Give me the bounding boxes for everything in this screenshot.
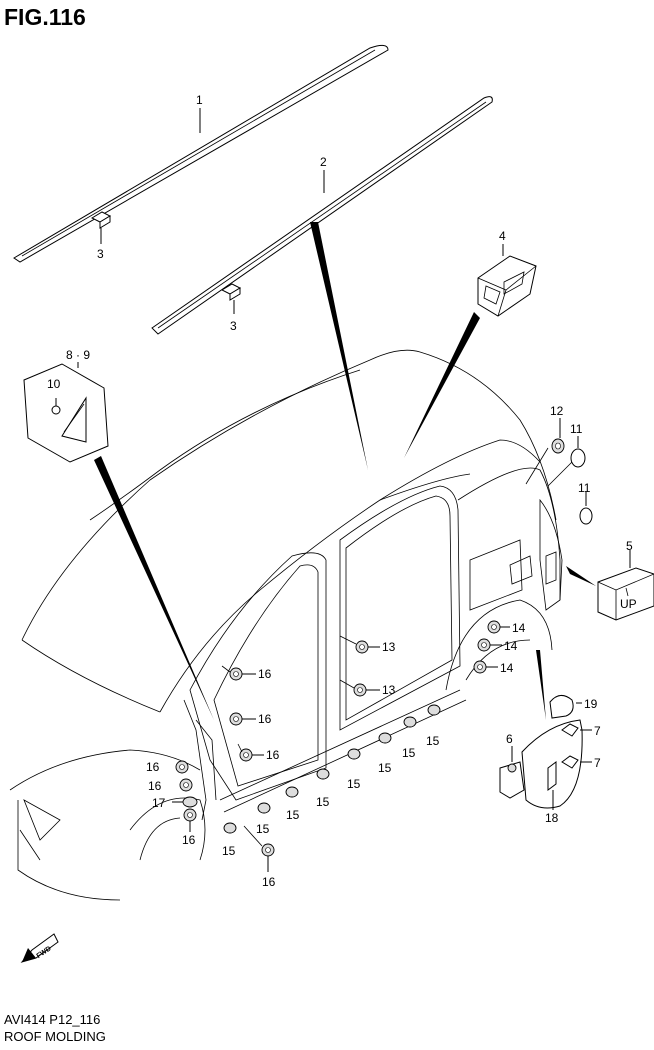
callout-13-upper: 13	[382, 640, 396, 654]
callout-3-upper: 3	[97, 247, 104, 261]
diagram-code: AVI414 P12_116	[4, 1012, 101, 1027]
callout-16-c: 16	[266, 748, 280, 762]
grommet-16-b	[229, 712, 243, 726]
callout-3-lower: 3	[230, 319, 237, 333]
callout-15-h: 15	[426, 734, 440, 748]
callout-16-e: 16	[148, 779, 162, 793]
grommet-15-f	[378, 732, 392, 744]
plug-11-lower	[579, 507, 593, 525]
clip-part-3-upper	[90, 211, 112, 229]
callout-15-b: 15	[256, 822, 270, 836]
fwd-arrow-icon: FWD	[20, 933, 59, 963]
grommet-15-a	[223, 822, 237, 834]
callout-15-d: 15	[316, 795, 330, 809]
callout-15-f: 15	[378, 761, 392, 775]
callout-15-a: 15	[222, 844, 236, 858]
fuel-lid-part-18	[521, 719, 583, 809]
part-6	[499, 761, 525, 799]
grommet-16-c	[239, 748, 253, 762]
part-4-block	[477, 255, 537, 317]
grommet-17	[182, 796, 198, 808]
grommet-15-g	[403, 716, 417, 728]
callout-7-lower: 7	[594, 756, 601, 770]
callout-5: 5	[626, 539, 633, 553]
grommet-16-e	[179, 778, 193, 792]
callout-14-b: 14	[504, 639, 518, 653]
leader-wedge-2	[310, 222, 368, 470]
callout-17: 17	[152, 796, 166, 810]
leader-wedge-18	[536, 650, 546, 720]
grommet-15-b	[257, 802, 271, 814]
callout-6: 6	[506, 732, 513, 746]
grommet-16-a	[229, 667, 243, 681]
grommet-15-h	[427, 704, 441, 716]
callout-7-upper: 7	[594, 724, 601, 738]
callout-1: 1	[196, 93, 203, 107]
callout-14-c: 14	[500, 661, 514, 675]
callout-14-a: 14	[512, 621, 526, 635]
grommet-15-c	[285, 786, 299, 798]
inset-panel-8-9	[23, 363, 109, 463]
grommet-14-b	[477, 638, 491, 652]
plug-11-upper	[570, 448, 586, 468]
leader-wedge-8-9	[94, 456, 214, 720]
grommet-13-upper	[355, 640, 369, 654]
grommet-12	[551, 438, 565, 454]
callout-16-g: 16	[262, 875, 276, 889]
grommet-15-e	[347, 748, 361, 760]
part-5-box: UP	[597, 567, 654, 621]
callout-11-lower: 11	[578, 481, 591, 495]
callout-16-a: 16	[258, 667, 272, 681]
callout-16-d: 16	[146, 760, 160, 774]
grommet-15-d	[316, 768, 330, 780]
vehicle-body	[9, 349, 563, 901]
grommet-16-g	[261, 843, 275, 857]
callout-15-e: 15	[347, 777, 361, 791]
callout-8-9: 8 · 9	[66, 348, 90, 362]
callout-2: 2	[320, 155, 327, 169]
roof-molding-part-2	[151, 96, 493, 335]
part-7-upper	[561, 723, 579, 737]
callout-19: 19	[584, 697, 598, 711]
callout-12: 12	[550, 404, 564, 418]
callout-13-lower: 13	[382, 683, 396, 697]
callout-4: 4	[499, 229, 506, 243]
leader-wedge-5	[566, 566, 596, 586]
grommet-14-a	[487, 620, 501, 634]
diagram-name: ROOF MOLDING	[4, 1029, 106, 1044]
figure-title: FIG.116	[4, 4, 86, 30]
callout-16-f: 16	[182, 833, 196, 847]
callout-18: 18	[545, 811, 559, 825]
grommet-16-d	[175, 760, 189, 774]
roof-molding-part-1	[13, 44, 389, 263]
up-arrow-label: UP	[620, 597, 637, 611]
part-7-lower	[561, 755, 579, 769]
callout-16-b: 16	[258, 712, 272, 726]
callout-15-g: 15	[402, 746, 416, 760]
callout-15-c: 15	[286, 808, 300, 822]
callout-10: 10	[47, 377, 61, 391]
grommet-16-f	[183, 808, 197, 822]
leader-wedge-4	[404, 312, 480, 458]
grommet-14-c	[473, 660, 487, 674]
clip-part-3-lower	[220, 283, 242, 301]
grommet-13-lower	[353, 683, 367, 697]
callout-11-upper: 11	[570, 422, 583, 436]
part-19	[549, 695, 574, 719]
